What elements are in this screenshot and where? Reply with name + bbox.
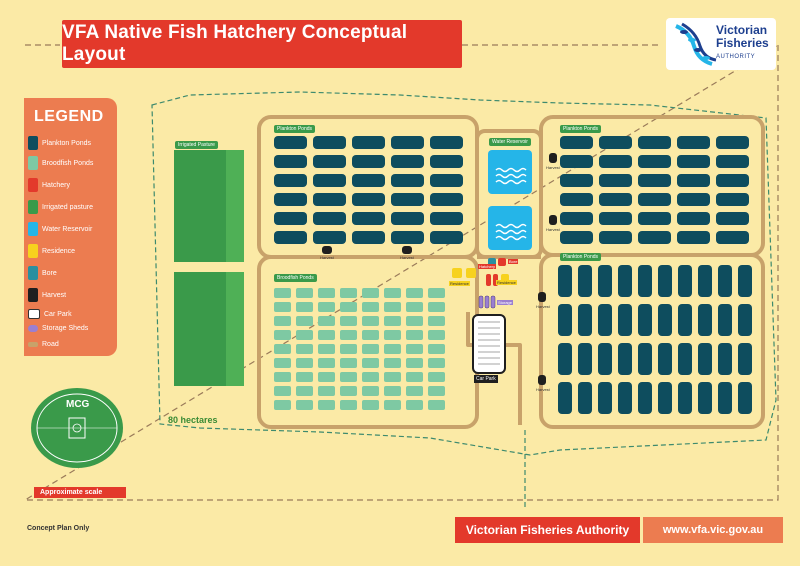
harvest-swatch-icon xyxy=(28,288,38,302)
road-swatch-icon xyxy=(28,342,38,347)
label-plankton-nw: Plankton Ponds xyxy=(274,125,316,133)
hatchery-shape xyxy=(486,274,491,286)
area-label: 80 hectares xyxy=(168,415,218,425)
legend-item-broodfish: Broodfish Ponds xyxy=(28,156,93,170)
vfa-logo: Victorian Fisheries AUTHORITY xyxy=(666,18,776,70)
legend-item-bore: Bore xyxy=(28,266,57,280)
scale-bar: Approximate scale xyxy=(34,487,126,498)
mcg-oval xyxy=(31,388,123,468)
legend-label: Road xyxy=(42,341,59,348)
legend-label: Broodfish Ponds xyxy=(42,159,94,167)
pasture-swatch-icon xyxy=(28,200,38,214)
harvest-marker xyxy=(549,215,557,225)
storage-sheds xyxy=(478,295,496,309)
broodfish-ponds xyxy=(274,288,445,410)
fish-logo-icon xyxy=(675,22,717,66)
outer-boundary xyxy=(22,43,779,501)
hatchery-label: Hatchery xyxy=(478,264,497,269)
harvest-label: Harvest xyxy=(546,165,560,170)
legend-item-storage: Storage Sheds xyxy=(28,325,88,332)
label-irrigated-pasture: Irrigated Pasture xyxy=(175,141,218,149)
harvest-marker xyxy=(549,153,557,163)
bore-swatch-icon xyxy=(28,266,38,280)
footer-website-link[interactable]: www.vfa.vic.gov.au xyxy=(643,517,783,543)
harvest-label: Harvest xyxy=(546,227,560,232)
legend-item-water: Water Reservoir xyxy=(28,222,92,236)
logo-line3: AUTHORITY xyxy=(716,54,756,60)
legend-item-hatchery: Hatchery xyxy=(28,178,70,192)
car-park-shape xyxy=(472,314,506,374)
storage-swatch-icon xyxy=(28,325,38,332)
hatchery-shape xyxy=(498,258,506,266)
storage-label: Storage xyxy=(497,300,514,305)
label-broodfish: Broodfish Ponds xyxy=(274,274,317,282)
residence-shape xyxy=(466,268,476,278)
harvest-marker xyxy=(322,246,332,254)
plankton-ponds-ne xyxy=(560,136,749,244)
water-swatch-icon xyxy=(28,222,38,236)
map-title: VFA Native Fish Hatchery Conceptual Layo… xyxy=(62,20,462,68)
legend-label: Harvest xyxy=(42,291,67,299)
legend-title: LEGEND xyxy=(34,108,104,125)
legend-label: Irrigated pasture xyxy=(42,203,93,211)
harvest-label: Harvest xyxy=(536,387,550,392)
bore-label: Bore xyxy=(508,259,519,264)
water-reservoirs xyxy=(488,150,532,250)
harvest-marker xyxy=(538,292,546,302)
legend-label: Car Park xyxy=(44,310,72,318)
legend-item-harvest: Harvest xyxy=(28,288,66,302)
legend-item-pasture: Irrigated pasture xyxy=(28,200,93,214)
mcg-label: MCG xyxy=(66,399,90,410)
broodfish-swatch-icon xyxy=(28,156,38,170)
footer-organisation: Victorian Fisheries Authority xyxy=(455,517,640,543)
legend-label: Storage Sheds xyxy=(42,325,89,332)
plankton-swatch-icon xyxy=(28,136,38,150)
harvest-marker xyxy=(402,246,412,254)
legend-label: Residence xyxy=(42,247,76,255)
map-title-text: VFA Native Fish Hatchery Conceptual Layo… xyxy=(62,22,408,65)
legend-item-residence: Residence xyxy=(28,244,75,258)
plankton-ponds-nw xyxy=(274,136,463,244)
site-boundary xyxy=(151,91,777,456)
residence-label: Residence xyxy=(449,281,470,286)
residence-swatch-icon xyxy=(28,244,38,258)
legend-label: Bore xyxy=(42,269,57,277)
harvest-marker xyxy=(538,375,546,385)
legend-label: Plankton Ponds xyxy=(42,139,92,147)
legend-item-road: Road xyxy=(28,341,59,348)
harvest-label: Harvest xyxy=(320,255,334,260)
harvest-label: Harvest xyxy=(536,304,550,309)
logo-line1: Victorian xyxy=(716,23,768,37)
car-park-label: Car Park xyxy=(474,375,498,383)
logo-line2: Fisheries xyxy=(716,36,769,50)
residence-label: Residence xyxy=(496,280,517,285)
concept-note: Concept Plan Only xyxy=(27,525,90,532)
harvest-label: Harvest xyxy=(400,255,414,260)
plankton-ponds-se xyxy=(558,265,752,414)
legend-label: Water Reservoir xyxy=(42,225,93,233)
carpark-swatch-icon xyxy=(28,309,40,319)
label-plankton-se: Plankton Ponds xyxy=(560,253,602,261)
legend-item-plankton: Plankton Ponds xyxy=(28,136,91,150)
residence-shape xyxy=(452,268,462,278)
legend-panel: LEGEND Plankton Ponds Broodfish Ponds Ha… xyxy=(24,98,117,356)
hatchery-swatch-icon xyxy=(28,178,38,192)
legend-item-carpark: Car Park xyxy=(28,309,72,319)
label-plankton-ne: Plankton Ponds xyxy=(560,125,602,133)
label-water-reservoir: Water Reservoir xyxy=(489,138,531,146)
legend-label: Hatchery xyxy=(42,181,71,189)
